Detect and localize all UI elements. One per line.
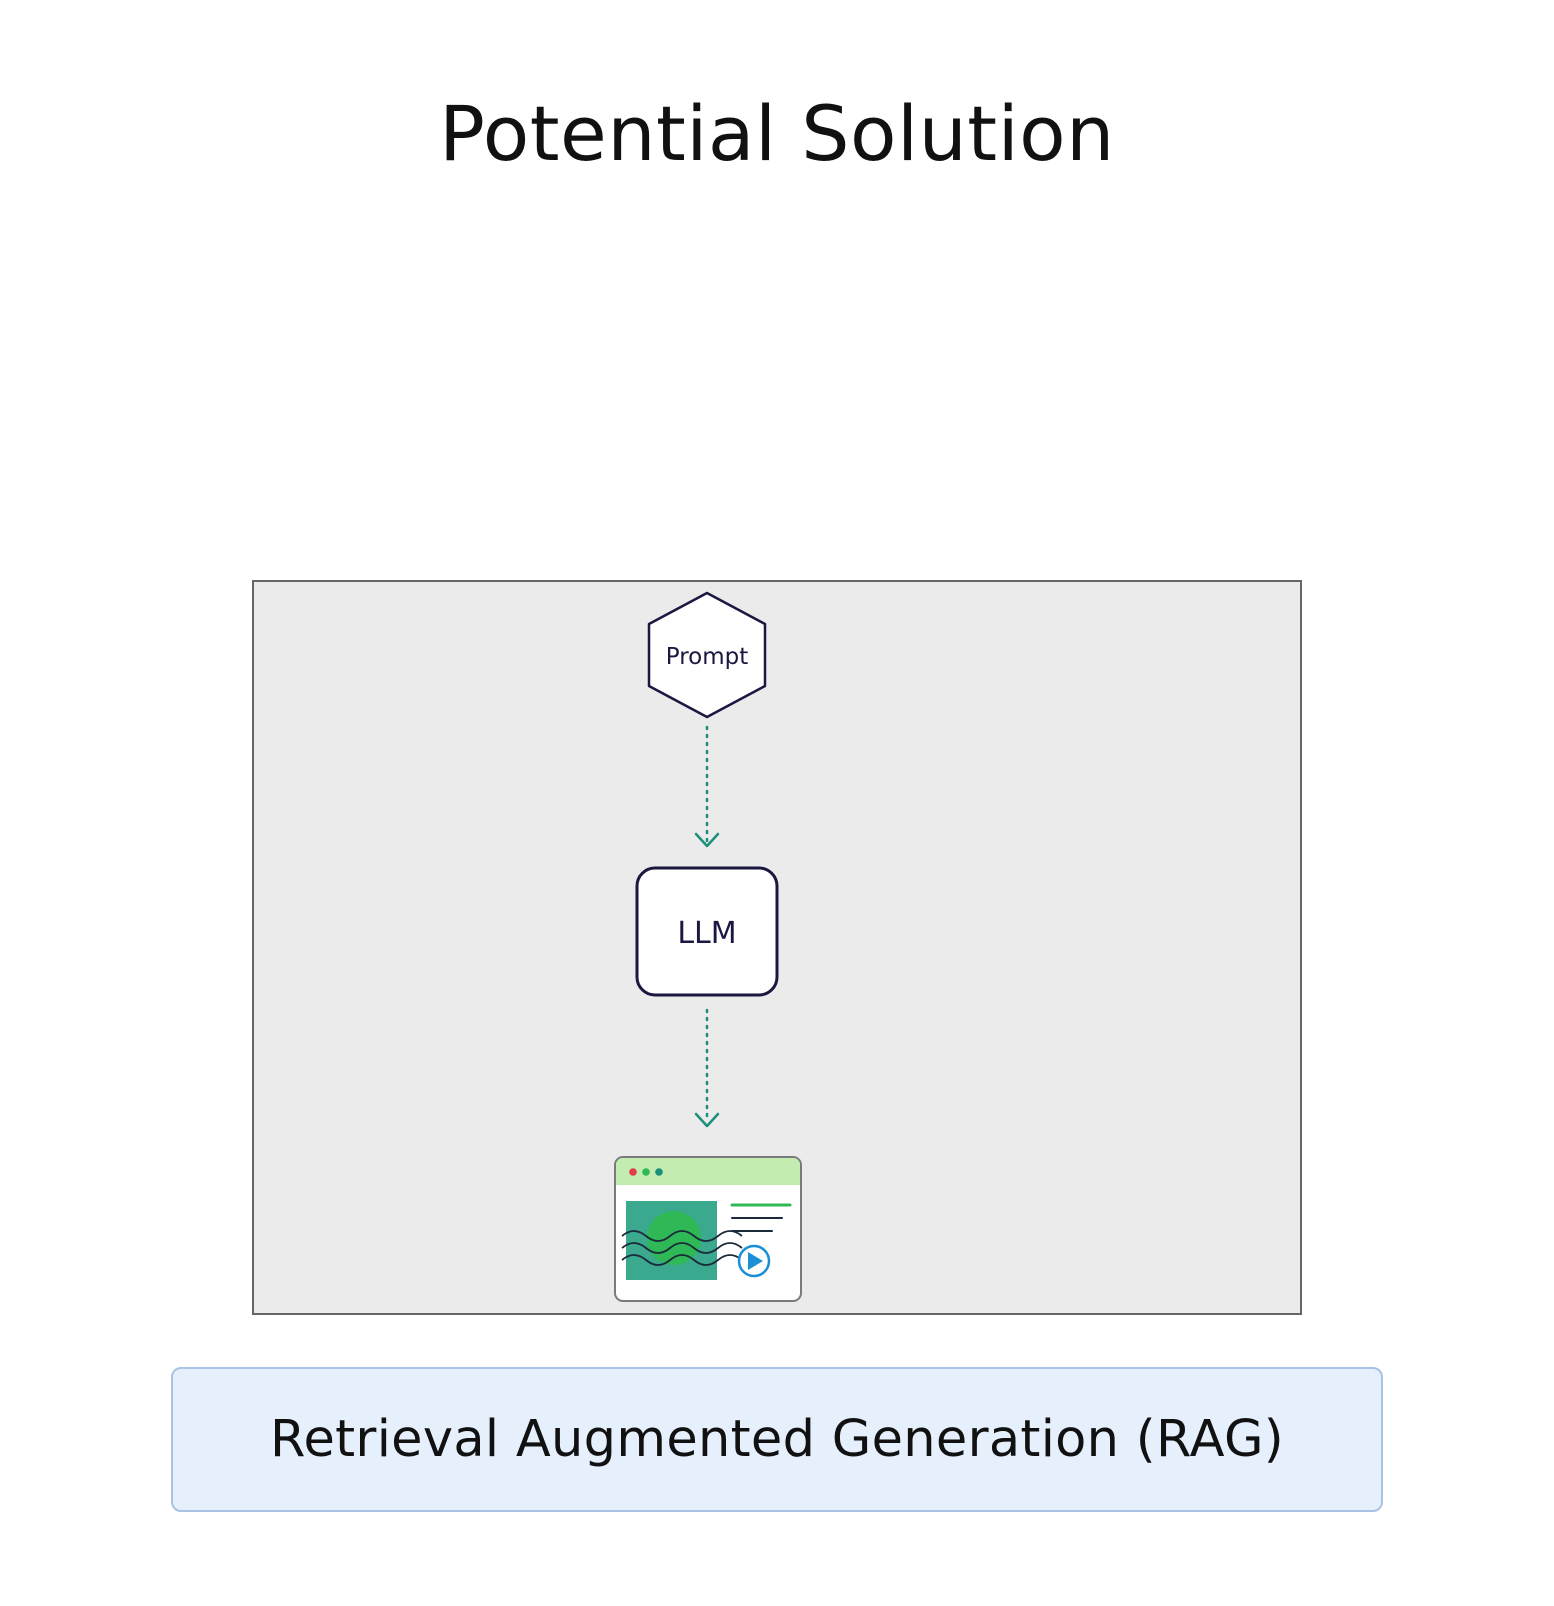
edge-llm-to-output [694,1008,720,1128]
arrowhead-icon [694,832,720,848]
prompt-node: Prompt [647,591,767,719]
llm-node: LLM [635,866,779,997]
diagram-canvas: Prompt LLM [614,591,802,1302]
prompt-label: Prompt [666,644,749,670]
rag-banner: Retrieval Augmented Generation (RAG) [171,1367,1383,1512]
llm-box [635,866,779,997]
edge-prompt-to-llm [694,725,720,848]
diagram-panel: Prompt LLM [252,580,1302,1315]
prompt-hexagon [647,591,767,719]
rag-banner-label: Retrieval Augmented Generation (RAG) [270,1410,1284,1469]
browser-window-media-icon [614,1156,802,1302]
page-title: Potential Solution [439,89,1115,178]
arrowhead-icon [694,1112,720,1128]
llm-label: LLM [677,916,736,951]
